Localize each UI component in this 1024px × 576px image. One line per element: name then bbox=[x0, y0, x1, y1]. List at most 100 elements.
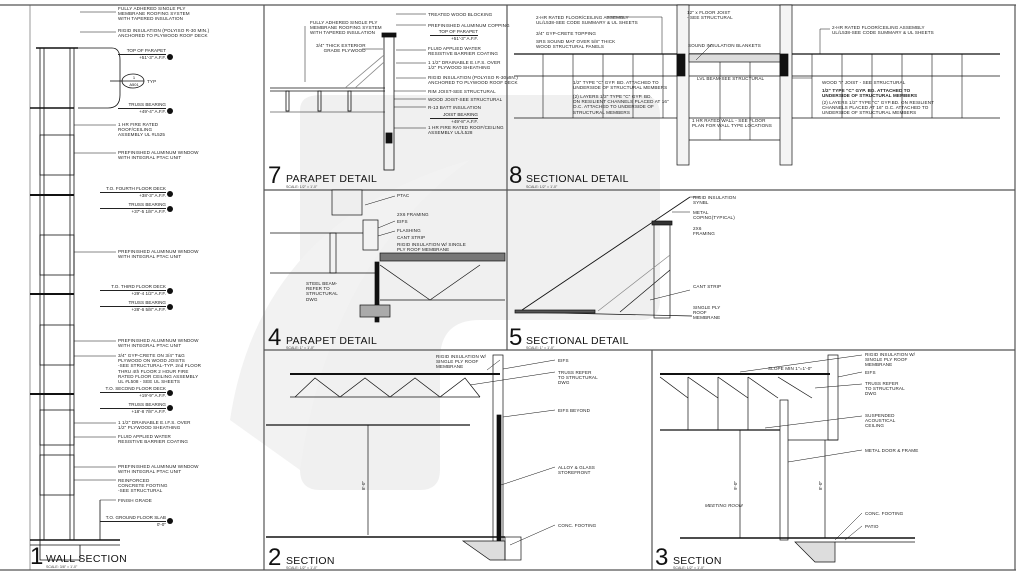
note-floor-assembly: 3/4" GYP-CRETE ON 3/4" T&G PLYWOOD ON WO… bbox=[118, 353, 202, 385]
section-tag-sheet: A501 bbox=[129, 82, 139, 87]
p2-note-eifs: EIFS bbox=[558, 358, 569, 363]
p5-note-framing: 2X6 FRAMING bbox=[693, 226, 715, 237]
section-2-drawing bbox=[266, 354, 522, 561]
p8-note-layers-left: (2) LAYERS 1/2" TYPE "C" GYP. BD. ON RES… bbox=[573, 94, 669, 115]
level-name: TRUSS BEARING bbox=[100, 402, 166, 409]
p3-height-dimension-1: 9'-0" bbox=[733, 481, 738, 490]
p4-note-eifs: EIFS bbox=[397, 219, 408, 224]
level-elevation: +37'-5 1/8" A.F.F. bbox=[131, 208, 166, 214]
detail-title-5: SECTIONAL DETAIL bbox=[526, 335, 629, 347]
level-elevation: +49'-4" A.F.F. bbox=[139, 108, 166, 114]
p3-note-truss: TRUSS REFER TO STRUCTURAL DWG bbox=[865, 381, 905, 397]
p3-room-label: MEETING ROOM bbox=[705, 503, 743, 508]
level-name: T.O. GROUND FLOOR SLAB bbox=[100, 515, 166, 522]
p8-note-assembly-left: 2-HR RATED FLOOR/CEILING ASSEMBLY UL/L53… bbox=[536, 15, 638, 26]
section-tag-typ: TYP bbox=[147, 79, 157, 84]
p7-level-parapet: TOP OF PARAPET+51'-3" A.F.F. bbox=[430, 29, 478, 41]
detail-number-2: 2 bbox=[268, 544, 282, 571]
detail-title-1: WALL SECTION bbox=[46, 553, 128, 565]
p5-note-metal-coping: METAL COPING(TYPICAL) bbox=[693, 210, 735, 221]
p7-note-roofing: FULLY ADHERED SINGLE PLY MEMBRANE ROOFIN… bbox=[310, 20, 382, 36]
level-name: T.O. SECOND FLOOR DECK bbox=[100, 386, 166, 393]
p8-note-gyp-right: 1/2" TYPE "C" GYP. BD. ATTACHED TO UNDER… bbox=[822, 88, 918, 99]
detail-scale-5: SCALE: 1" = 1'-0" bbox=[526, 346, 555, 350]
detail-number-4: 4 bbox=[268, 324, 282, 351]
watermark-logo bbox=[230, 95, 660, 490]
level-elevation: 0'-0" bbox=[156, 521, 166, 527]
level-second-floor: T.O. SECOND FLOOR DECK+19'-9" A.F.F. bbox=[100, 386, 166, 398]
p7-note-eifs: 1 1/2" DRAINABLE E.I.F.S. OVER 1/2" PLYW… bbox=[428, 60, 501, 71]
p8-note-gypcrete: 3/4" GYP-CRETE TOPPING bbox=[536, 31, 597, 36]
detail-scale-4: SCALE: 1" = 1'-0" bbox=[286, 346, 315, 350]
p8-note-layers-right: (2) LAYERS 1/2" TYPE "C" GYP.BD. ON RESI… bbox=[822, 100, 935, 116]
p8-note-floor-joist: 12" x FLOOR JOIST - SEE STRUCTURAL bbox=[687, 10, 733, 21]
detail-scale-7: SCALE: 1/2" = 1'-0" bbox=[286, 185, 318, 189]
p7-note-water-barrier: FLUID APPLIED WATER RESISTIVE BARRIER CO… bbox=[428, 46, 499, 57]
level-elevation: +29'-4 1/2" A.F.F. bbox=[131, 290, 166, 296]
p3-note-rigid-insulation: RIGID INSULATION W/ SINGLE PLY ROOF MEMB… bbox=[865, 352, 916, 368]
level-name: T.O. THIRD FLOOR DECK bbox=[100, 284, 166, 291]
note-water-barrier: FLUID APPLIED WATER RESISTIVE BARRIER CO… bbox=[118, 434, 189, 445]
note-window-1: PREFINISHED ALUMINUM WINDOW WITH INTEGRA… bbox=[118, 464, 199, 475]
p7-note-blocking: TREATED WOOD BLOCKING bbox=[428, 12, 493, 17]
detail-title-4: PARAPET DETAIL bbox=[286, 335, 378, 347]
p4-note-rigid-insulation: RIGID INSULATION W/ SINGLE PLY ROOF MEMB… bbox=[397, 242, 466, 253]
detail-scale-3: SCALE: 1/2" = 1'-0" bbox=[673, 566, 705, 570]
level-name: TOP OF PARAPET bbox=[430, 29, 478, 36]
p8-note-i-joist: WOOD "I" JOIST - SEE STRUCTURAL bbox=[822, 80, 906, 85]
p7-note-wood-joist: WOOD JOIST-SEE STRUCTURAL bbox=[428, 97, 503, 102]
level-name: JOIST BEARING bbox=[430, 112, 478, 119]
p2-note-footing: CONC. FOOTING bbox=[558, 523, 597, 528]
p4-note-flashing: FLASHING bbox=[397, 228, 421, 233]
detail-number-8: 8 bbox=[509, 162, 523, 189]
wall-section-leaders bbox=[74, 11, 116, 501]
level-name: TRUSS BEARING bbox=[118, 102, 166, 109]
note-roofing-system: FULLY ADHERED SINGLE PLY MEMBRANE ROOFIN… bbox=[118, 6, 190, 22]
p2-note-rigid-insulation: RIGID INSULATION W/ SINGLE PLY ROOF MEMB… bbox=[436, 354, 487, 370]
level-elevation: +51'-3" A.F.F. bbox=[139, 54, 166, 60]
detail-scale-8: SCALE: 1/2" = 1'-0" bbox=[526, 185, 558, 189]
level-elevation: +51'-3" A.F.F. bbox=[451, 35, 478, 41]
detail-title-7: PARAPET DETAIL bbox=[286, 173, 378, 185]
detail-number-1: 1 bbox=[30, 543, 44, 570]
level-third-floor: T.O. THIRD FLOOR DECK+29'-4 1/2" A.F.F. bbox=[100, 284, 166, 296]
p7-level-joist-bearing: JOIST BEARING+49'-8" A.F.F. bbox=[430, 112, 478, 124]
level-name: T.O. FOURTH FLOOR DECK bbox=[100, 186, 166, 193]
parapet-detail-7-drawing bbox=[270, 32, 397, 171]
p4-note-cant-strip: CANT STRIP bbox=[397, 235, 426, 240]
detail-scale-2: SCALE: 1/2" = 1'-0" bbox=[286, 566, 318, 570]
level-markers bbox=[167, 54, 173, 524]
sectional-detail-8-drawing bbox=[514, 4, 1000, 166]
detail-scale-1: SCALE: 3/8" = 1'-0" bbox=[46, 565, 78, 569]
detail-number-5: 5 bbox=[509, 324, 523, 351]
p2-note-truss: TRUSS REFER TO STRUCTURAL DWG bbox=[558, 370, 598, 386]
p2-note-eifs-beyond: EIFS BEYOND bbox=[558, 408, 590, 413]
level-truss-bearing-2: TRUSS BEARING+18'-8 7/8" A.F.F. bbox=[100, 402, 166, 414]
note-window-4: PREFINISHED ALUMINUM WINDOW WITH INTEGRA… bbox=[118, 150, 199, 161]
p7-note-rim-joist: RIM JOIST-SEE STRUCTURAL bbox=[428, 89, 496, 94]
wall-section-drawing bbox=[30, 47, 145, 561]
detail-number-3: 3 bbox=[655, 544, 669, 571]
level-elevation: +28'-6 5/8" A.F.F. bbox=[131, 306, 166, 312]
panel-borders bbox=[0, 4, 1016, 571]
detail-title-2: SECTION bbox=[286, 555, 335, 567]
note-window-2: PREFINISHED ALUMINUM WINDOW WITH INTEGRA… bbox=[118, 338, 199, 349]
p5-note-rigid-insulation: RIGID INSULATION SYNBL bbox=[693, 195, 736, 206]
note-fire-rated-roof: 1 HR FIRE RATED ROOF/CEILING ASSEMBLY UL… bbox=[118, 122, 166, 138]
level-truss-bearing-3: TRUSS BEARING+28'-6 5/8" A.F.F. bbox=[100, 300, 166, 312]
p4-note-framing: 2X6 FRAMING bbox=[397, 212, 429, 217]
level-elevation: +18'-8 7/8" A.F.F. bbox=[131, 408, 166, 414]
p4-note-steel-beam: STEEL BEAM- REFER TO STRUCTURAL DWG bbox=[306, 281, 338, 302]
p8-note-rated-wall: 1 HR RATED WALL - SEE FLOOR PLAN FOR WAL… bbox=[692, 118, 772, 129]
level-name: TRUSS BEARING bbox=[100, 202, 166, 209]
p7-note-coping: PREFINISHED ALUMINUM COPPING bbox=[428, 23, 510, 28]
p5-note-cant-strip: CANT STRIP bbox=[693, 284, 722, 289]
section-3-drawing bbox=[659, 354, 915, 563]
section-tag-number: 1 bbox=[132, 75, 136, 80]
p8-note-sound-mat: SRS SOUND MAT OVER 5/8" THICK WOOD STRUC… bbox=[536, 39, 616, 50]
level-top-of-parapet: TOP OF PARAPET+51'-3" A.F.F. bbox=[118, 48, 166, 60]
p3-note-door: METAL DOOR & FRAME bbox=[865, 448, 919, 453]
